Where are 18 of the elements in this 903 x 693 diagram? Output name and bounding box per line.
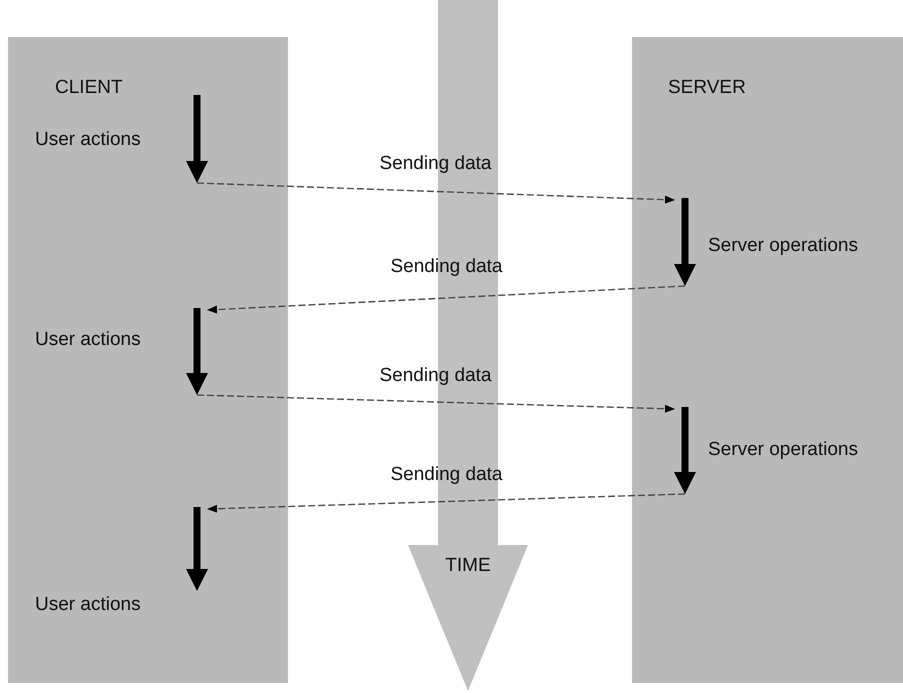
arrow — [207, 285, 686, 314]
arrow — [207, 493, 686, 513]
time-label: TIME — [444, 555, 492, 577]
step-label: User actions — [35, 594, 141, 616]
arrow — [196, 394, 675, 413]
lane-title: SERVER — [668, 77, 746, 99]
step-label: Server operations — [708, 439, 858, 461]
lane-background — [632, 37, 903, 683]
step-label: User actions — [35, 329, 141, 351]
lane-background — [8, 37, 288, 683]
edge-label: Sending data — [390, 464, 502, 486]
edge-label: Sending data — [390, 256, 502, 278]
edge-label: Sending data — [380, 365, 492, 387]
step-label: Server operations — [708, 235, 858, 257]
lane-title: CLIENT — [55, 77, 123, 99]
step-label: User actions — [35, 129, 141, 151]
edge-label: Sending data — [380, 153, 492, 175]
arrow — [196, 182, 675, 204]
